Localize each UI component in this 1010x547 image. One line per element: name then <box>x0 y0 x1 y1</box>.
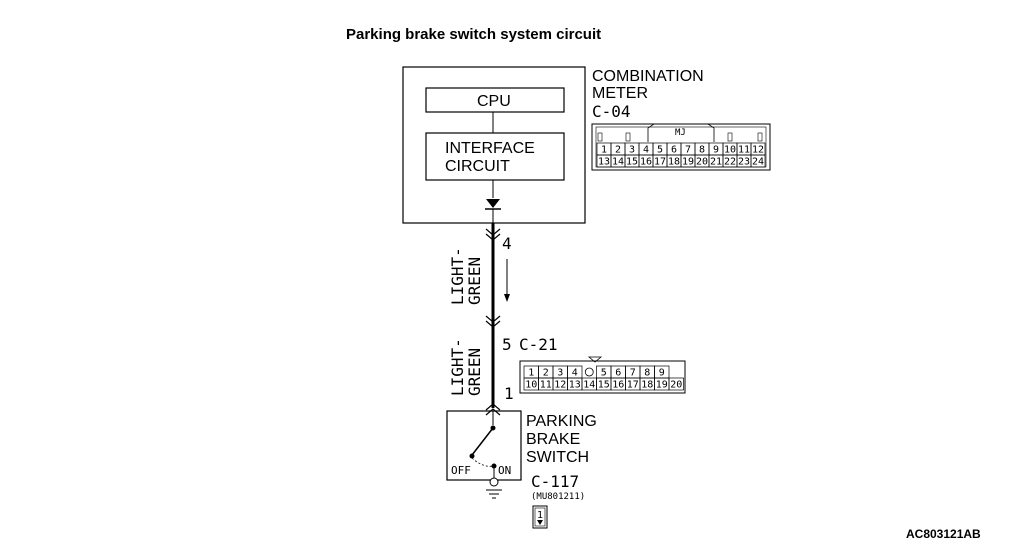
switch-connector-code: C-117 <box>531 472 579 491</box>
meter-connector-pin-13: 13 <box>598 157 610 168</box>
wire-upper-color-line1: LIGHT- <box>448 247 467 305</box>
junction-connector-pin-6: 6 <box>615 368 621 379</box>
figure-code: AC803121AB <box>906 527 981 541</box>
meter-connector-pin-19: 19 <box>682 157 694 168</box>
meter-connector-pin-1: 1 <box>601 145 607 156</box>
diode-symbol <box>486 199 500 208</box>
wire-upper-color: LIGHT- GREEN <box>448 247 484 305</box>
meter-connector-pin-14: 14 <box>612 157 624 168</box>
meter-name-line2: METER <box>592 85 648 102</box>
interface-label-line1: INTERFACE <box>445 140 535 157</box>
switch-name-line3: SWITCH <box>526 449 589 466</box>
meter-name-line1: COMBINATION <box>592 68 704 85</box>
meter-connector-pin-21: 21 <box>710 157 722 168</box>
wire-lower-color-line2: GREEN <box>465 348 484 396</box>
junction-pin-in: 5 <box>502 335 512 354</box>
meter-connector-pin-8: 8 <box>699 145 705 156</box>
switch-part-number: (MU801211) <box>531 492 585 502</box>
parking-brake-switch-box <box>446 410 522 481</box>
switch-off-label: OFF <box>451 464 471 477</box>
junction-connector-pin-13: 13 <box>569 380 581 391</box>
meter-connector-pin-18: 18 <box>668 157 680 168</box>
meter-connector-key: MJ <box>675 128 686 138</box>
switch-blade <box>471 427 494 456</box>
junction-connector-pin-12: 12 <box>554 380 566 391</box>
switch-on-label: ON <box>498 464 511 477</box>
meter-connector-pin-11: 11 <box>738 145 750 156</box>
cpu-box <box>425 87 565 113</box>
junction-connector-pin-20: 20 <box>670 380 682 391</box>
switch-connector-lock <box>537 520 543 525</box>
meter-connector-pin-22: 22 <box>724 157 736 168</box>
current-flow-arrowhead <box>504 294 510 302</box>
junction-connector-lock <box>584 367 594 377</box>
junction-connector-pin-17: 17 <box>627 380 639 391</box>
meter-connector-pin-15: 15 <box>626 157 638 168</box>
wire-upper-color-line2: GREEN <box>465 257 484 305</box>
meter-connector-pin-3: 3 <box>629 145 635 156</box>
junction-connector-pin-19: 19 <box>656 380 668 391</box>
meter-connector-pin-5: 5 <box>657 145 663 156</box>
junction-connector-pin-15: 15 <box>598 380 610 391</box>
connector-chevron-switch-in <box>485 403 501 416</box>
junction-connector-pin-2: 2 <box>543 368 549 379</box>
connector-chevron-meter-out <box>485 228 501 241</box>
junction-connector-code: C-21 <box>519 335 558 354</box>
meter-connector-pin-9: 9 <box>713 145 719 156</box>
junction-connector-pin-18: 18 <box>641 380 653 391</box>
junction-connector-cell <box>668 377 684 391</box>
meter-connector-pin-10: 10 <box>724 145 736 156</box>
meter-connector-pin-24: 24 <box>752 157 764 168</box>
diagram-title: Parking brake switch system circuit <box>346 26 601 43</box>
meter-output-pin: 4 <box>502 234 512 253</box>
meter-connector-pin-4: 4 <box>643 145 649 156</box>
switch-off-contact <box>469 453 475 459</box>
switch-dashed-link <box>471 457 495 467</box>
junction-connector-pin-11: 11 <box>540 380 552 391</box>
switch-pin-label: 1 <box>504 384 514 403</box>
meter-connector-pin-6: 6 <box>671 145 677 156</box>
interface-circuit-box <box>425 132 565 181</box>
junction-connector-pin-4: 4 <box>572 368 578 379</box>
switch-name-line1: PARKING <box>526 413 597 430</box>
switch-connector-face: 1 <box>532 505 548 529</box>
junction-connector-pin-1: 1 <box>528 368 534 379</box>
ground-terminal <box>489 477 499 487</box>
junction-connector-pin-14: 14 <box>583 380 595 391</box>
meter-connector-pin-2: 2 <box>615 145 621 156</box>
meter-connector-pin-23: 23 <box>738 157 750 168</box>
meter-connector-pin-7: 7 <box>685 145 691 156</box>
wire-lower-color: LIGHT- GREEN <box>448 338 484 396</box>
cpu-label: CPU <box>477 93 511 110</box>
switch-name-line2: BRAKE <box>526 431 580 448</box>
junction-connector-pin-8: 8 <box>644 368 650 379</box>
meter-connector-pin-20: 20 <box>696 157 708 168</box>
interface-label-line2: CIRCUIT <box>445 158 510 175</box>
switch-connector-pin: 1 <box>537 510 543 521</box>
meter-connector-pin-17: 17 <box>654 157 666 168</box>
wire-lower-color-line1: LIGHT- <box>448 338 467 396</box>
junction-connector-pin-7: 7 <box>630 368 636 379</box>
junction-connector-pin-10: 10 <box>525 380 537 391</box>
junction-connector-pin-9: 9 <box>659 368 665 379</box>
meter-connector-cell <box>750 154 766 168</box>
junction-connector-pin-3: 3 <box>557 368 563 379</box>
meter-connector-code: C-04 <box>592 102 631 121</box>
meter-connector-pin-12: 12 <box>752 145 764 156</box>
meter-connector-pin-16: 16 <box>640 157 652 168</box>
junction-connector-pin-16: 16 <box>612 380 624 391</box>
junction-connector-pin-5: 5 <box>601 368 607 379</box>
